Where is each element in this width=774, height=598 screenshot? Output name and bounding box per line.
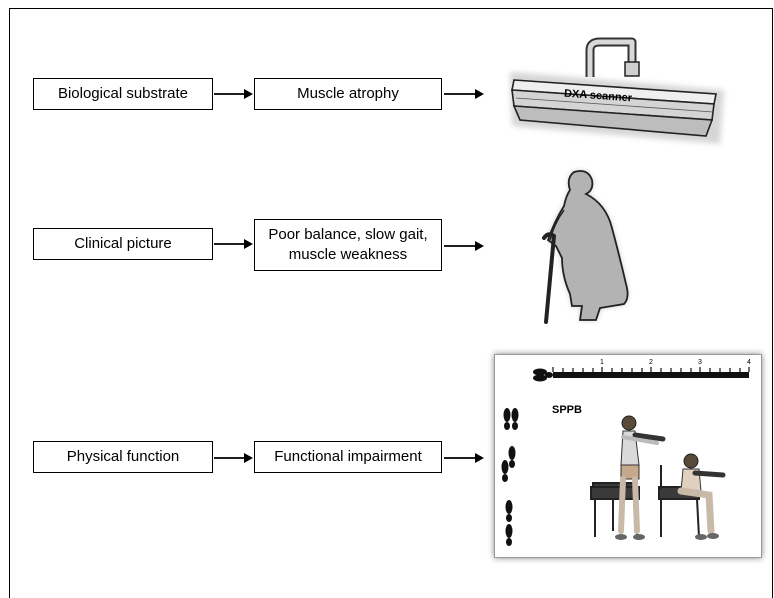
row3-arrow-2	[444, 452, 486, 464]
row1-feature-label: Muscle atrophy	[297, 85, 399, 102]
row2-category-label: Clinical picture	[74, 235, 172, 252]
row1-arrow-1	[214, 88, 254, 100]
figure-frame	[9, 8, 773, 598]
row2-category-box: Clinical picture	[33, 228, 213, 260]
row1-arrow-2	[444, 88, 486, 100]
ruler-tick-label-2: 2	[649, 359, 653, 366]
sppb-label: SPPB	[552, 404, 582, 416]
row2-arrow-2	[444, 240, 486, 252]
row3-feature-label: Functional impairment	[274, 448, 422, 465]
ruler-tick-label-4: 4	[747, 359, 751, 366]
dxa-scanner-illustration: DXA scanner	[492, 32, 742, 156]
ruler-tick-label-1: 1	[600, 359, 604, 366]
sppb-panel: 1 2 3 4 SPPB	[494, 354, 762, 558]
row1-feature-box: Muscle atrophy	[254, 78, 442, 110]
elderly-person-with-cane-illustration	[530, 166, 640, 328]
row1-category-box: Biological substrate	[33, 78, 213, 110]
row3-category-box: Physical function	[33, 441, 213, 473]
row3-feature-box: Functional impairment	[254, 441, 442, 473]
row2-feature-label: Poor balance, slow gait, muscle weakness	[268, 226, 428, 263]
ruler-tick-label-3: 3	[698, 359, 702, 366]
row3-category-label: Physical function	[66, 448, 180, 465]
row1-category-label: Biological substrate	[57, 85, 189, 102]
row3-arrow-1	[214, 452, 254, 464]
row2-feature-box: Poor balance, slow gait, muscle weakness	[254, 219, 442, 271]
row2-arrow-1	[214, 238, 254, 250]
